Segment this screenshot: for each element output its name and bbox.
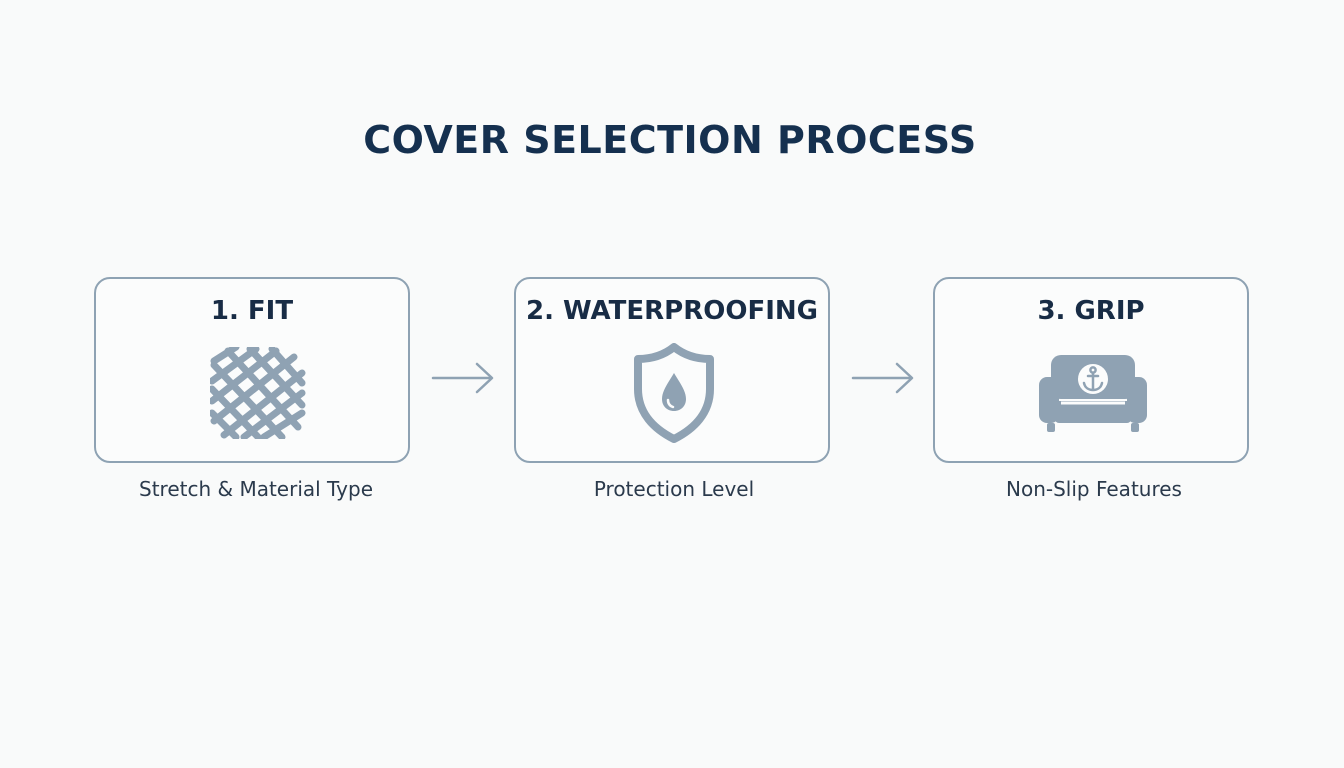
armchair-anchor-icon xyxy=(1039,355,1147,432)
step-description-grip: Non-Slip Features xyxy=(1006,477,1182,501)
page-title: COVER SELECTION PROCESS xyxy=(363,118,977,162)
step-card-fit: 1. FIT xyxy=(94,277,410,463)
step-description-waterproofing: Protection Level xyxy=(593,477,755,501)
arrow-right-icon xyxy=(851,358,915,398)
arrow-right-icon xyxy=(431,358,495,398)
step-card-grip: 3. GRIP xyxy=(933,277,1249,463)
woven-fabric-icon xyxy=(210,347,306,439)
step-title: 2. WATERPROOFING xyxy=(526,296,818,326)
step-description-fit: Stretch & Material Type xyxy=(139,477,373,501)
step-card-waterproofing: 2. WATERPROOFING xyxy=(514,277,830,463)
shield-water-drop-icon xyxy=(634,343,714,443)
step-title: 3. GRIP xyxy=(1037,296,1145,326)
step-title: 1. FIT xyxy=(210,296,294,326)
